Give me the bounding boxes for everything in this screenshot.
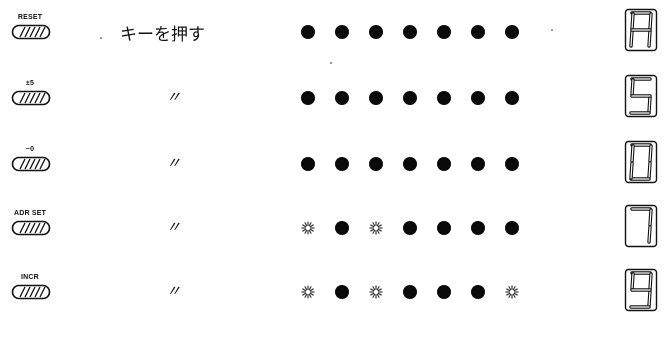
operation-row: RESET キーを押す (0, 8, 669, 72)
key-cap-icon (11, 90, 51, 106)
action-text: 〃 (166, 154, 182, 172)
led-indicator-row (300, 19, 540, 49)
key-cap-icon (11, 24, 51, 40)
key-cap-icon (11, 284, 51, 300)
led-solid-icon (335, 25, 349, 39)
led-solid-icon (335, 285, 349, 299)
segment-c-inner (648, 30, 651, 47)
action-text: 〃 (166, 88, 182, 106)
segment-c-inner (648, 162, 651, 179)
led-solid-icon (437, 91, 451, 105)
keypad-key-icon: RESET (10, 12, 58, 60)
led-solid-icon (437, 25, 451, 39)
keypad-key-icon: ADR SET (10, 208, 58, 256)
led-solid-icon (505, 221, 519, 235)
led-solid-icon (403, 25, 417, 39)
scan-speck (100, 37, 102, 39)
led-solid-icon (505, 25, 519, 39)
led-indicator-row (300, 151, 540, 181)
key-cap-icon (11, 220, 51, 236)
action-text: 〃 (166, 218, 182, 236)
led-solid-icon (369, 91, 383, 105)
key-label: RESET (17, 14, 43, 21)
keypad-key-icon: INCR (10, 272, 58, 320)
segment-b-inner (649, 145, 652, 162)
segment-f-inner (631, 79, 634, 96)
segment-e-inner (630, 162, 633, 179)
action-text: 〃 (166, 282, 182, 300)
led-solid-icon (335, 221, 349, 235)
led-solid-icon (335, 91, 349, 105)
segment-e-inner (630, 30, 633, 47)
keypad-key-icon: −0 (10, 144, 58, 192)
led-solid-icon (403, 285, 417, 299)
led-solid-icon (471, 285, 485, 299)
operation-row: ±5 〃 (0, 74, 669, 138)
seven-segment-display (624, 8, 658, 52)
led-solid-icon (471, 157, 485, 171)
led-solid-icon (335, 157, 349, 171)
led-indicator-row (300, 85, 540, 115)
led-solid-icon (301, 157, 315, 171)
led-blinking-icon (301, 285, 315, 299)
led-solid-icon (369, 157, 383, 171)
keypad-key-icon: ±5 (10, 78, 58, 126)
operation-row: −0 〃 (0, 140, 669, 204)
led-blinking-icon (505, 285, 519, 299)
led-blinking-icon (301, 221, 315, 235)
segment-c-inner (648, 290, 651, 307)
key-cap-icon (11, 156, 51, 172)
seven-segment-display (624, 74, 658, 118)
operation-row: ADR SET 〃 (0, 204, 669, 268)
led-solid-icon (505, 157, 519, 171)
led-solid-icon (403, 91, 417, 105)
led-blinking-icon (369, 221, 383, 235)
segment-f-inner (631, 13, 634, 30)
operation-row: INCR 〃 (0, 268, 669, 332)
segment-c-inner (648, 96, 651, 113)
action-text: キーを押す (120, 25, 205, 45)
key-label: ±5 (25, 80, 35, 87)
seven-segment-display (624, 268, 658, 312)
led-solid-icon (437, 285, 451, 299)
seven-segment-display (624, 204, 658, 248)
seven-segment-display (624, 140, 658, 184)
scan-speck (551, 29, 553, 31)
led-solid-icon (403, 221, 417, 235)
led-solid-icon (471, 91, 485, 105)
led-indicator-row (300, 215, 540, 245)
segment-b-inner (649, 13, 652, 30)
scan-speck (330, 62, 332, 64)
led-solid-icon (471, 25, 485, 39)
segment-b-inner (649, 273, 652, 290)
led-solid-icon (301, 25, 315, 39)
led-solid-icon (437, 157, 451, 171)
led-solid-icon (437, 221, 451, 235)
led-solid-icon (403, 157, 417, 171)
key-label: INCR (21, 274, 39, 281)
segment-f-inner (631, 145, 634, 162)
led-indicator-row (300, 279, 540, 309)
led-solid-icon (505, 91, 519, 105)
key-label: −0 (25, 146, 35, 153)
segment-b-inner (649, 209, 652, 226)
led-solid-icon (369, 25, 383, 39)
led-blinking-icon (369, 285, 383, 299)
key-label: ADR SET (13, 210, 47, 217)
segment-f-inner (631, 273, 634, 290)
segment-c-inner (648, 226, 651, 243)
led-solid-icon (301, 91, 315, 105)
led-solid-icon (471, 221, 485, 235)
